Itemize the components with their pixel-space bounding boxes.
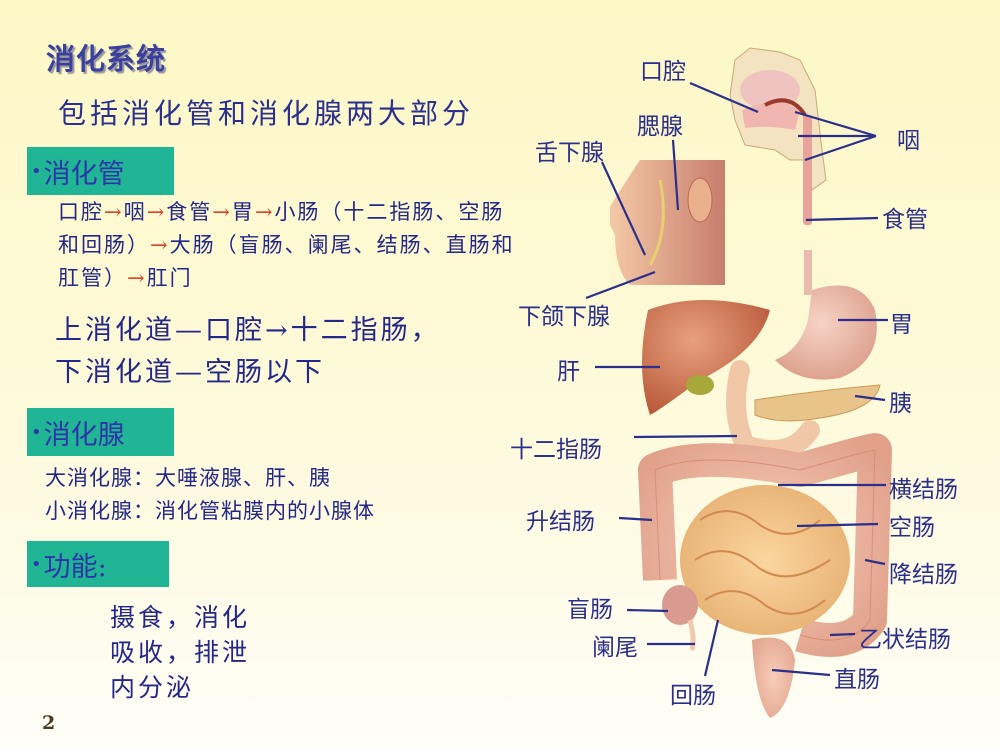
- label-appendix: 阑尾: [592, 635, 638, 661]
- label-rectum: 直肠: [834, 667, 880, 693]
- glands-list: 大消化腺：大唾液腺、肝、胰 小消化腺：消化管粘膜内的小腺体: [45, 462, 375, 528]
- stomach-shape: [775, 285, 877, 380]
- label-liver: 肝: [557, 359, 580, 385]
- label-submandibular-gland: 下颌下腺: [518, 304, 610, 330]
- bullet-icon: •: [31, 421, 42, 443]
- bullet-icon: •: [31, 160, 42, 182]
- slide-title: 消化系统: [46, 42, 167, 76]
- minor-glands-text: 小消化腺：消化管粘膜内的小腺体: [45, 499, 375, 523]
- esophagus-shape: [804, 250, 812, 295]
- label-pancreas: 胰: [889, 391, 912, 417]
- functions-list: 摄食，消化 吸收，排泄 内分泌: [110, 600, 250, 705]
- label-duodenum: 十二指肠: [510, 437, 602, 463]
- flow-step: 咽: [123, 200, 147, 224]
- arrow-right-icon: →: [127, 266, 147, 290]
- section-header-label: 消化腺: [43, 419, 125, 451]
- tract-division: 上消化道—口腔→十二指肠， 下消化道—空肠以下: [55, 310, 441, 394]
- function-line: 摄食，消化: [110, 603, 251, 632]
- label-cecum: 盲肠: [567, 597, 613, 623]
- section-header-label: 功能:: [43, 551, 107, 583]
- label-stomach: 胃: [890, 312, 913, 338]
- label-pharynx: 咽: [897, 128, 920, 154]
- lower-tract-text: 下消化道—空肠以下: [55, 357, 325, 388]
- bullet-icon: •: [31, 553, 42, 575]
- arrow-right-icon: →: [212, 200, 232, 224]
- flow-step: 食管: [166, 200, 213, 224]
- section-header-label: 消化管: [43, 158, 125, 190]
- flow-step: 大肠（盲肠、阑尾、结肠、直肠和肛管）: [58, 233, 515, 290]
- label-transverse-colon: 横结肠: [889, 477, 958, 503]
- label-sigmoid-colon: 乙状结肠: [859, 627, 951, 653]
- major-glands-text: 大消化腺：大唾液腺、肝、胰: [45, 466, 331, 490]
- flow-step: 肛门: [146, 266, 193, 290]
- label-parotid-gland: 腮腺: [637, 114, 683, 140]
- label-ascending-colon: 升结肠: [526, 509, 595, 535]
- flow-step: 胃: [231, 200, 255, 224]
- rectum-shape: [752, 637, 795, 718]
- face-illustration: [605, 160, 725, 285]
- head-section-illustration: [729, 47, 827, 225]
- page-number: 2: [42, 712, 56, 734]
- label-descending-colon: 降结肠: [889, 562, 958, 588]
- label-oral-cavity: 口腔: [640, 59, 686, 85]
- section-header-digestive-glands: • 消化腺: [27, 408, 174, 456]
- label-sublingual-gland: 舌下腺: [535, 140, 604, 166]
- arrow-right-icon: →: [104, 200, 124, 224]
- slide-subtitle: 包括消化管和消化腺两大部分: [58, 97, 475, 130]
- section-header-digestive-tract: • 消化管: [27, 147, 174, 195]
- flow-step: 口腔: [58, 200, 104, 224]
- function-line: 吸收，排泄: [110, 638, 251, 667]
- arrow-right-icon: →: [150, 233, 170, 257]
- label-ileum: 回肠: [670, 683, 716, 709]
- section-header-functions: • 功能:: [27, 541, 169, 587]
- liver-shape: [641, 300, 770, 415]
- label-esophagus: 食管: [882, 207, 928, 233]
- function-line: 内分泌: [110, 673, 195, 702]
- label-jejunum: 空肠: [889, 515, 935, 541]
- flow-step: 小肠（十二指肠、空肠和回肠）: [58, 200, 505, 257]
- digestive-tract-flow: 口腔→咽→食管→胃→小肠（十二指肠、空肠和回肠）→大肠（盲肠、阑尾、结肠、直肠和…: [58, 196, 518, 295]
- arrow-right-icon: →: [146, 200, 167, 224]
- arrow-right-icon: →: [254, 200, 275, 224]
- small-intestine-shape: [680, 485, 850, 635]
- pancreas-shape: [754, 384, 881, 422]
- upper-tract-text: 上消化道—口腔→十二指肠，: [55, 315, 441, 346]
